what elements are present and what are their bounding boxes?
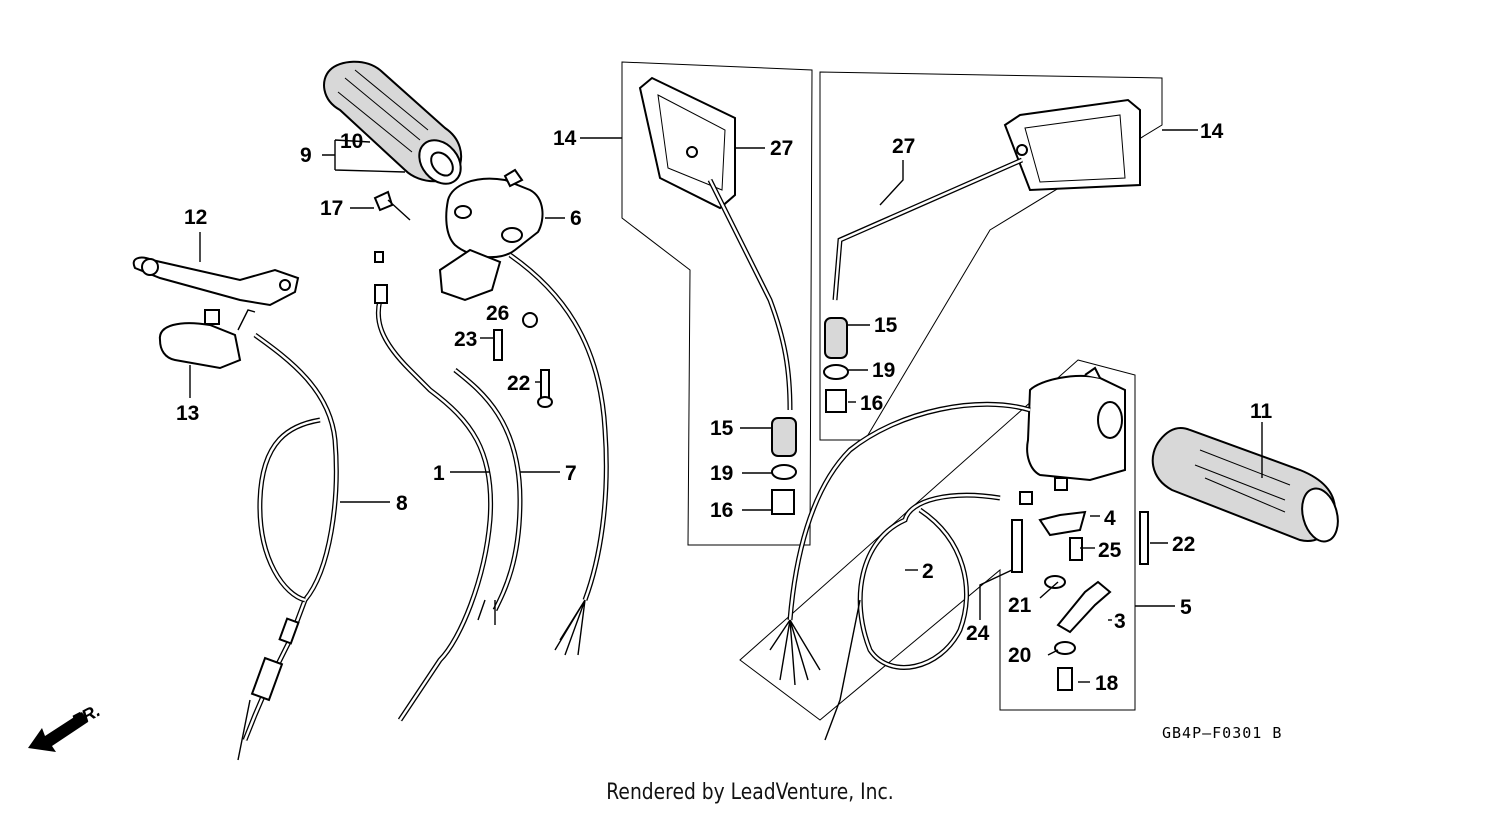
throttle-cables [374, 251, 523, 722]
right-switch-box [739, 359, 1136, 721]
label-14-right: 14 [1200, 120, 1224, 143]
throttle-housing [438, 168, 544, 302]
label-19-left: 19 [710, 462, 733, 485]
label-1: 1 [433, 462, 445, 485]
left-mirror-hardware [771, 417, 797, 515]
right-small-hardware [1011, 510, 1149, 691]
right-switch-housing [1026, 366, 1126, 491]
label-13: 13 [176, 402, 199, 425]
label-26: 26 [486, 302, 509, 325]
label-9: 9 [300, 144, 312, 167]
label-25: 25 [1098, 539, 1122, 562]
label-21: 21 [1008, 594, 1032, 617]
label-27-right: 27 [892, 135, 915, 158]
label-22-left: 22 [507, 372, 530, 395]
left-mirror [638, 76, 793, 411]
label-20: 20 [1008, 644, 1031, 667]
label-14-left: 14 [553, 127, 577, 150]
lever-bracket [158, 309, 256, 370]
label-16-left: 16 [710, 499, 733, 522]
label-2: 2 [922, 560, 934, 583]
label-6: 6 [570, 207, 582, 230]
leader-lines [189, 129, 1263, 683]
label-7: 7 [565, 462, 577, 485]
label-24: 24 [966, 622, 990, 645]
label-10: 10 [340, 130, 363, 153]
clutch-lever [132, 256, 300, 307]
switch-wire-left [508, 252, 609, 656]
label-22-right: 22 [1172, 533, 1195, 556]
part-labels: 9 10 17 12 13 6 26 23 22 1 7 8 14 27 15 … [176, 120, 1273, 695]
label-8: 8 [396, 492, 408, 515]
clutch-cable [237, 332, 339, 761]
label-27-left: 27 [770, 137, 793, 160]
label-23: 23 [454, 328, 477, 351]
right-grip [1151, 427, 1339, 543]
label-11: 11 [1250, 400, 1273, 423]
brake-switch-wire [824, 491, 1033, 741]
label-19-right: 19 [872, 359, 895, 382]
label-12: 12 [184, 206, 207, 229]
label-16-right: 16 [860, 392, 883, 415]
label-15-right: 15 [874, 314, 898, 337]
front-direction-arrow-icon: FR. [28, 700, 103, 752]
label-17: 17 [320, 197, 343, 220]
left-mirror-box [621, 61, 813, 546]
label-15-left: 15 [710, 417, 734, 440]
screw-17 [373, 190, 411, 221]
diagram-code: GB4P–F0301 B [1162, 724, 1282, 742]
label-5: 5 [1180, 596, 1192, 619]
right-mirror [832, 98, 1141, 301]
label-18: 18 [1095, 672, 1119, 695]
small-bolts-left [493, 312, 553, 408]
label-4: 4 [1104, 507, 1116, 530]
right-switch-wire [769, 401, 1031, 686]
label-3: 3 [1114, 610, 1126, 633]
right-mirror-hardware [823, 317, 849, 413]
right-mirror-box [819, 71, 1163, 441]
render-credit: Rendered by LeadVenture, Inc. [606, 780, 894, 805]
throttle-grip [323, 60, 463, 185]
